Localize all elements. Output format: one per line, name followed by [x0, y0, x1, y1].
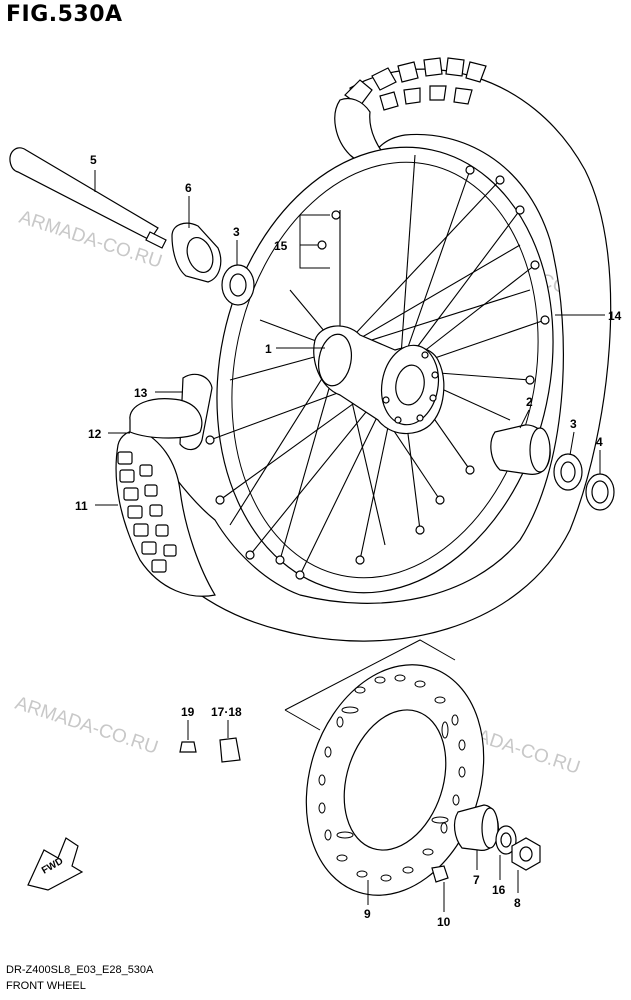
axle-nut-8: [511, 837, 541, 871]
fwd-arrow-icon: FWD: [27, 837, 84, 891]
disc-frame: [284, 639, 456, 711]
callout-6: 6: [185, 181, 192, 195]
valve-nut-17-18: [219, 737, 241, 763]
figure-title: FIG.530A: [6, 2, 123, 27]
callouts: 5 6 3 15 14 1 13 12 2 3 4 11 19 17·18 7 …: [75, 153, 622, 929]
watermark: ARMADA-CO.RU: [16, 207, 164, 273]
callout-14: 14: [608, 309, 622, 323]
disc-frame: [284, 709, 321, 731]
callout-3: 3: [233, 225, 240, 239]
callout-9: 9: [364, 907, 371, 921]
spacer-2: [490, 424, 551, 475]
callout-5: 5: [90, 153, 97, 167]
callout-7: 7: [473, 873, 480, 887]
leader-lines: [94, 170, 605, 912]
callout-12: 12: [88, 427, 102, 441]
brake-disc-9: [305, 664, 485, 896]
spoke-nipples: [205, 165, 550, 580]
washer-16: [495, 825, 517, 855]
bearing-3-left: [221, 264, 255, 306]
callout-17-18: 17·18: [211, 705, 242, 719]
watermark: ARMADA-CO.RU: [12, 693, 160, 759]
valve-cap-19: [179, 741, 197, 753]
callout-15: 15: [274, 239, 288, 253]
tread-left: [117, 451, 177, 573]
section-name: FRONT WHEEL: [6, 980, 86, 992]
callout-8: 8: [514, 896, 521, 910]
rim-14-inner: [231, 161, 539, 579]
collar-6: [171, 222, 222, 283]
disc-bolt-10: [431, 865, 449, 883]
screws-15: [317, 210, 341, 250]
bearing-3-right: [553, 453, 583, 491]
callout-16: 16: [492, 883, 506, 897]
callout-3: 3: [570, 417, 577, 431]
model-code: DR-Z400SL8_E03_E28_530A: [6, 964, 154, 976]
oil-seal-4: [585, 473, 615, 511]
callout-1: 1: [265, 342, 272, 356]
callout-11: 11: [75, 499, 88, 513]
hub-1: [313, 325, 445, 435]
callout-4: 4: [596, 435, 603, 449]
callout-2: 2: [526, 395, 533, 409]
axle-5: [9, 147, 167, 249]
disc-slots: [318, 674, 466, 882]
callout-13: 13: [134, 386, 148, 400]
spacer-7: [453, 804, 499, 851]
callout-10: 10: [437, 915, 451, 929]
tube-12: [129, 398, 203, 439]
wheel-assembly: [115, 57, 612, 642]
callout-19: 19: [181, 705, 195, 719]
